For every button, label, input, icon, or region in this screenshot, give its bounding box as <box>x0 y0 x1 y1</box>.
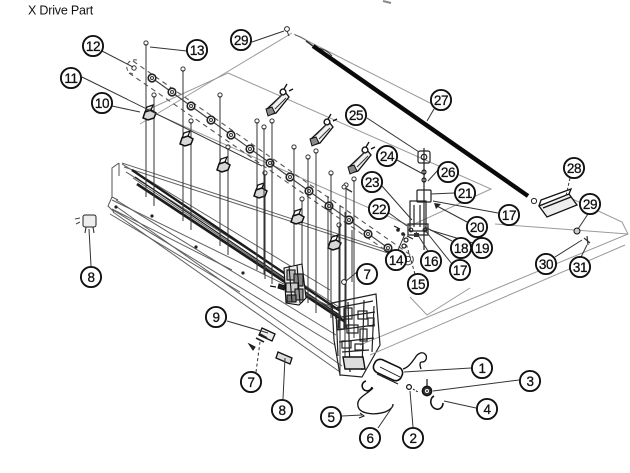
svg-text:24: 24 <box>380 149 395 164</box>
svg-text:29: 29 <box>583 197 597 212</box>
svg-text:23: 23 <box>365 175 379 190</box>
svg-text:21: 21 <box>458 186 472 201</box>
svg-text:10: 10 <box>95 96 109 111</box>
svg-text:7: 7 <box>363 267 370 282</box>
svg-text:20: 20 <box>470 220 484 235</box>
svg-text:26: 26 <box>441 165 455 180</box>
svg-text:19: 19 <box>475 241 489 256</box>
svg-text:6: 6 <box>366 431 373 446</box>
svg-text:X Drive Part: X Drive Part <box>28 4 94 18</box>
svg-text:30: 30 <box>539 257 553 272</box>
svg-text:16: 16 <box>424 254 438 269</box>
svg-text:8: 8 <box>87 270 94 285</box>
svg-text:9: 9 <box>212 310 219 325</box>
svg-text:31: 31 <box>573 260 587 275</box>
svg-text:11: 11 <box>64 71 77 86</box>
svg-text:22: 22 <box>372 202 386 217</box>
svg-text:28: 28 <box>567 161 581 176</box>
svg-text:5: 5 <box>327 410 334 425</box>
svg-text:2: 2 <box>409 431 416 446</box>
svg-text:15: 15 <box>411 277 425 292</box>
svg-text:14: 14 <box>389 253 404 268</box>
svg-text:1: 1 <box>478 361 485 376</box>
svg-text:13: 13 <box>190 43 204 58</box>
svg-text:7: 7 <box>247 375 254 390</box>
svg-text:17: 17 <box>453 263 467 278</box>
svg-text:25: 25 <box>349 108 363 123</box>
svg-text:12: 12 <box>86 39 100 54</box>
svg-text:8: 8 <box>278 403 285 418</box>
svg-text:27: 27 <box>434 93 448 108</box>
svg-text:18: 18 <box>454 241 468 256</box>
svg-text:17: 17 <box>502 208 516 223</box>
svg-text:29: 29 <box>234 33 248 48</box>
svg-text:3: 3 <box>526 374 533 389</box>
svg-text:4: 4 <box>483 402 491 417</box>
